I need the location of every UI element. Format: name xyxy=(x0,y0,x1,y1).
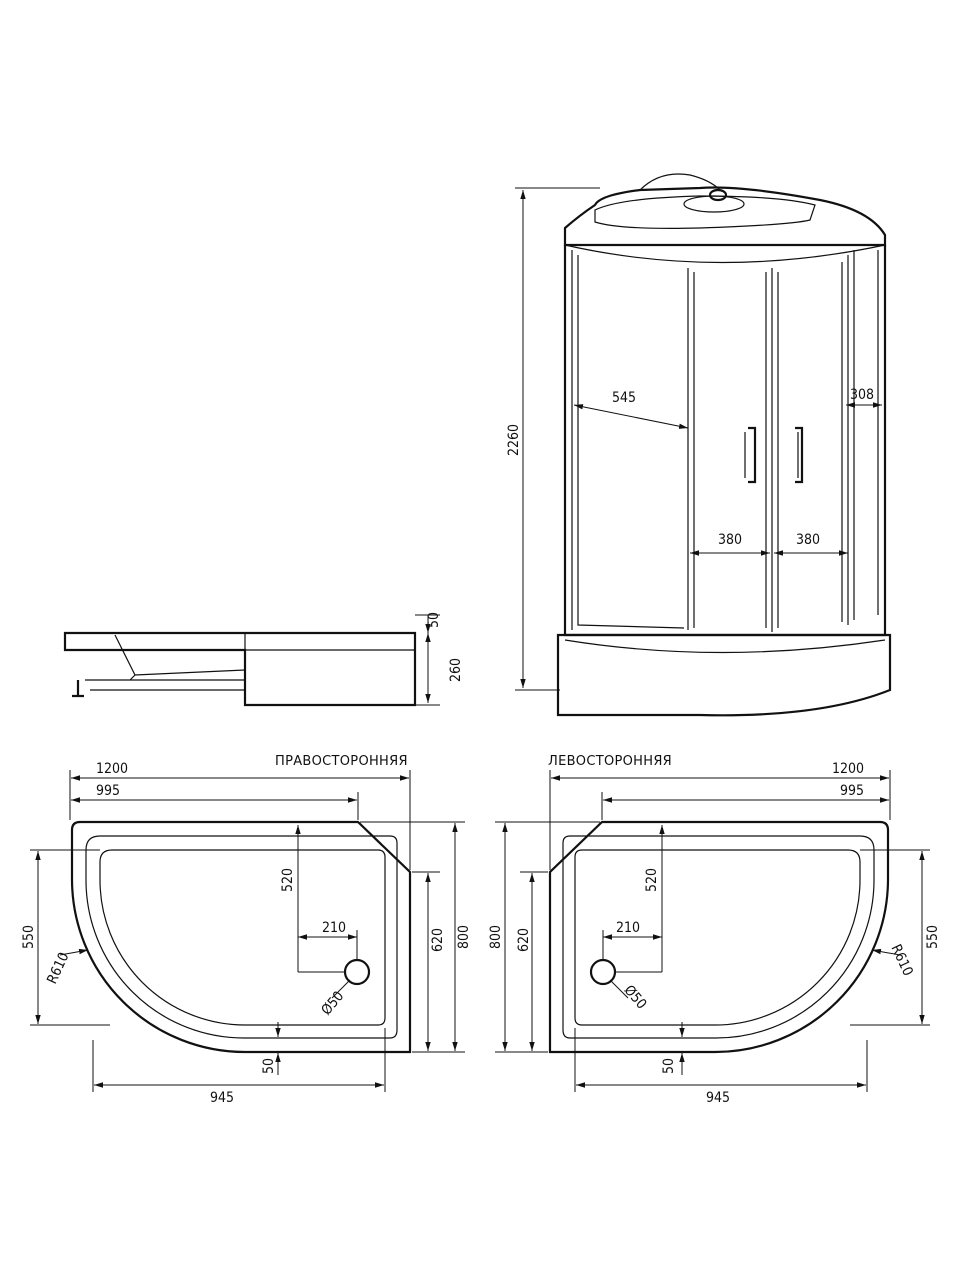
dim-length: 1200 xyxy=(832,761,864,777)
plan-left-handed xyxy=(495,770,930,1092)
dim-length: 1200 xyxy=(96,761,128,777)
cabin-dimensions: 2260 545 308 380 380 xyxy=(506,187,882,691)
plan-title: ПРАВОСТОРОННЯЯ xyxy=(275,754,408,769)
tray-floor xyxy=(99,849,386,1026)
dim-inner-length: 945 xyxy=(210,1090,234,1106)
dim-rim: 50 xyxy=(261,1058,277,1074)
dim-drain-y: 520 xyxy=(644,868,660,892)
dim-door-left: 380 xyxy=(718,532,742,548)
dim-rim: 50 xyxy=(661,1058,677,1074)
cabin-body xyxy=(563,245,887,637)
rain-shower xyxy=(683,195,745,213)
dim-side-panel: 308 xyxy=(850,387,874,403)
dim-height: 2260 xyxy=(506,424,522,456)
dim-drain-x: 210 xyxy=(322,920,346,936)
dim-side: 620 xyxy=(516,928,532,952)
dim-radius: R610 xyxy=(44,950,72,986)
dim-depth: 800 xyxy=(456,925,472,949)
dim-depth-short: 550 xyxy=(21,925,37,949)
shower-head-icon xyxy=(708,188,728,202)
dim-depth: 800 xyxy=(488,925,504,949)
dim-side-width: 545 xyxy=(612,390,636,406)
dim-rim: 50 xyxy=(426,612,442,628)
dim-drain-y: 520 xyxy=(280,868,296,892)
tray-side-profile: 50 260 xyxy=(63,612,464,707)
dim-radius: R610 xyxy=(887,942,915,978)
cabin-roof xyxy=(563,186,887,247)
plan-left-labels: ЛЕВОСТОРОННЯЯ 1200 995 520 210 550 R610 … xyxy=(488,754,941,1106)
dim-inner-length: 945 xyxy=(706,1090,730,1106)
tray-leg xyxy=(72,680,84,698)
tray-outline xyxy=(70,820,412,1054)
dim-side: 620 xyxy=(430,928,446,952)
dim-drain-x: 210 xyxy=(616,920,640,936)
dim-door-right: 380 xyxy=(796,532,820,548)
cabin-tray xyxy=(556,633,892,717)
dim-flat-length: 995 xyxy=(96,783,120,799)
shower-cabin xyxy=(556,173,892,717)
drain-icon xyxy=(343,958,371,986)
plan-title: ЛЕВОСТОРОННЯЯ xyxy=(548,754,672,769)
plan-right-handed xyxy=(30,770,465,1092)
dim-flat-length: 995 xyxy=(840,783,864,799)
roof-panel xyxy=(594,195,816,229)
dim-tray-height: 260 xyxy=(448,658,464,682)
door-handles xyxy=(748,426,804,484)
dim-drain-diameter: Ø50 xyxy=(621,982,650,1012)
plan-right-labels: ПРАВОСТОРОННЯЯ 1200 995 520 210 550 R610… xyxy=(21,754,472,1106)
dim-drain-diameter: Ø50 xyxy=(318,988,347,1018)
dim-depth-short: 550 xyxy=(925,925,941,949)
